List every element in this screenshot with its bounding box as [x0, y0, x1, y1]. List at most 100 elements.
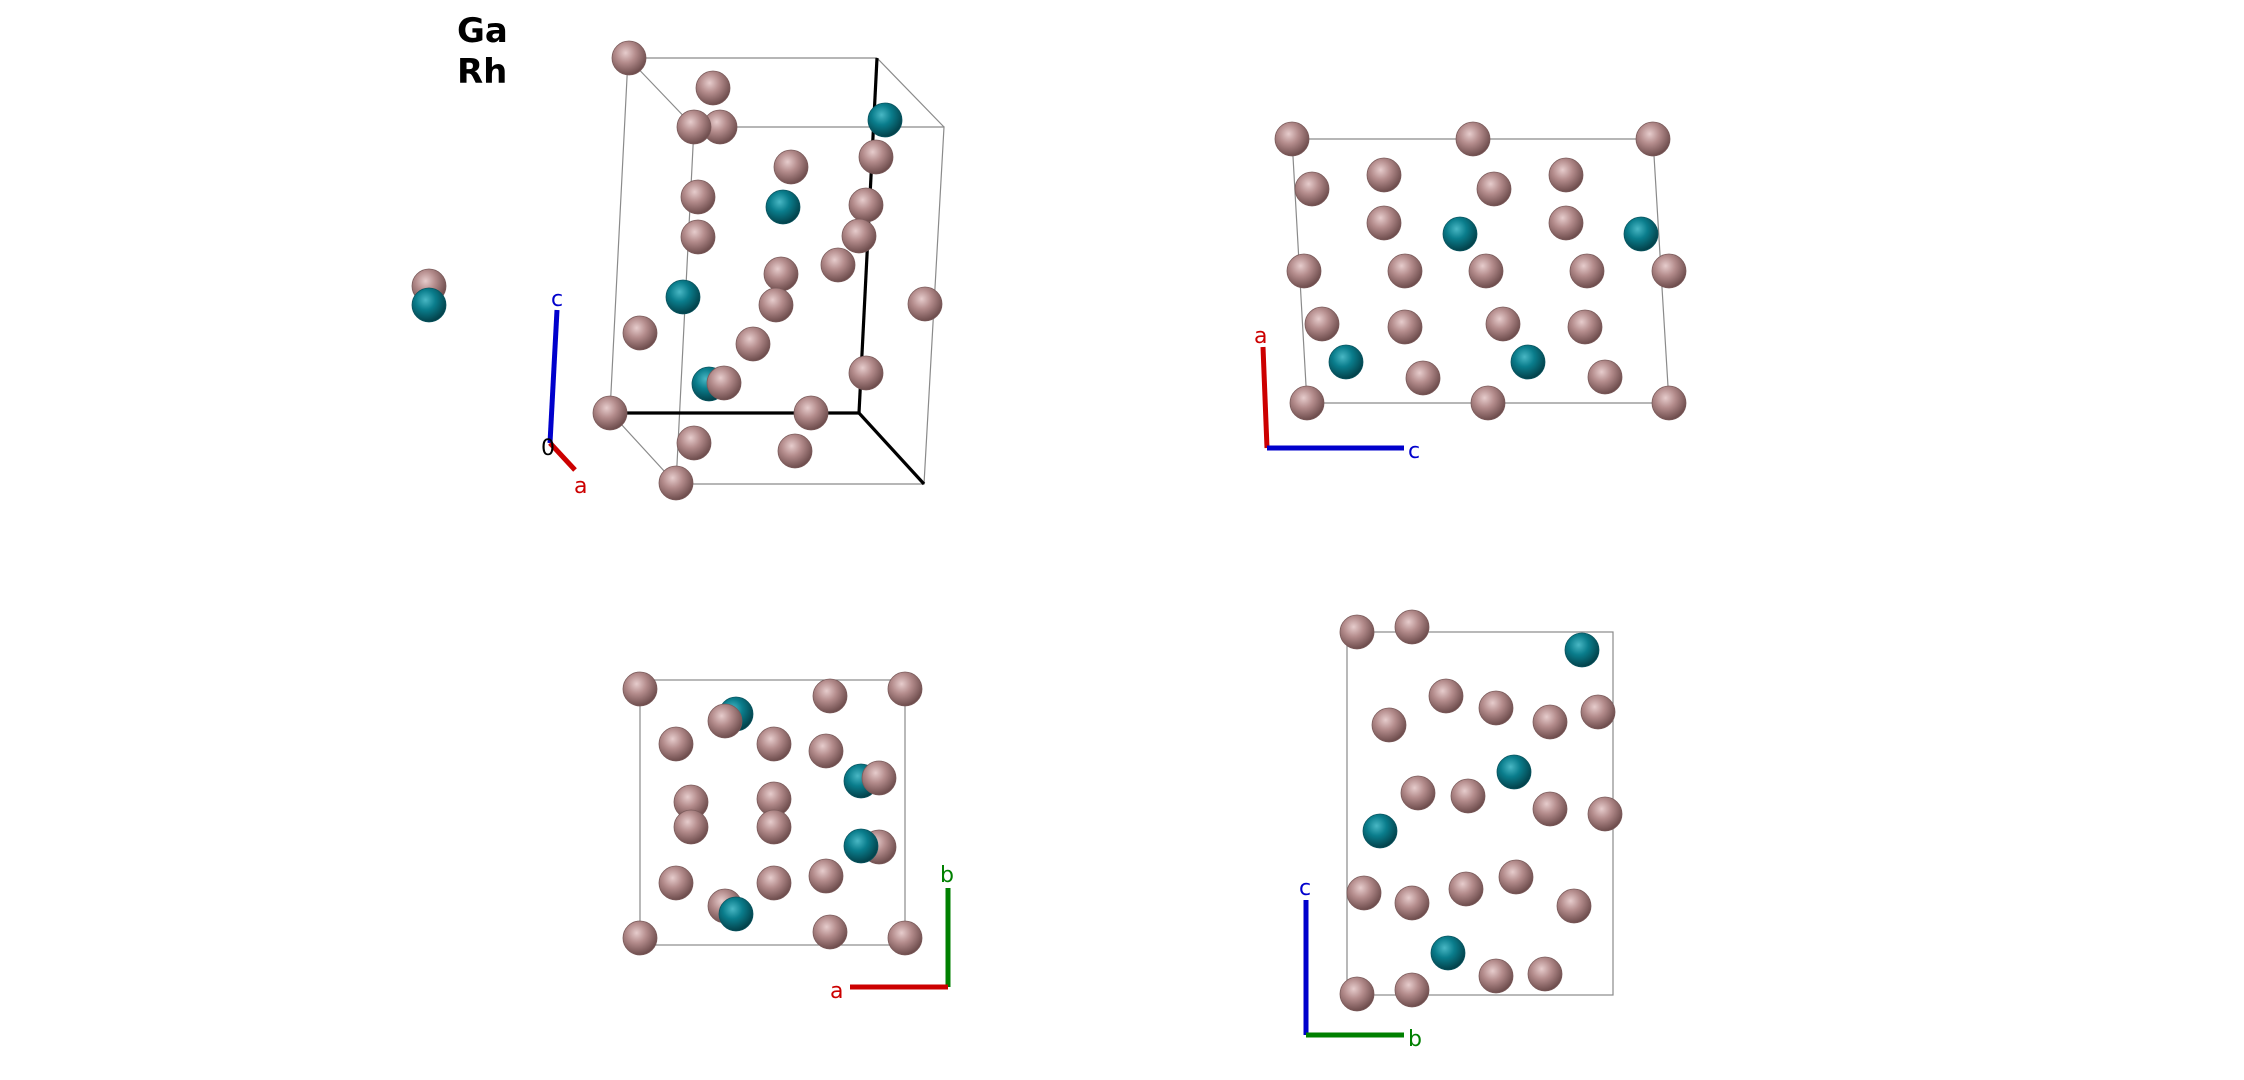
ga-atom	[861, 760, 897, 796]
ga-atom	[676, 109, 712, 145]
legend-ga-label: Ga	[457, 11, 508, 51]
axis-a-label: a	[574, 474, 587, 499]
ga-atom	[812, 678, 848, 714]
ga-atom	[1478, 958, 1514, 994]
ac-axes-indicator: a c	[1254, 324, 1420, 464]
ga-atom	[1339, 614, 1375, 650]
ga-atom	[777, 433, 813, 469]
panel-view-b-c: c b	[1299, 609, 1623, 1052]
panel-view-a-b: b a	[622, 671, 954, 1004]
ga-atom	[592, 395, 628, 431]
axis-c-label: c	[1299, 876, 1311, 901]
ga-atom	[848, 187, 884, 223]
ga-atom	[841, 218, 877, 254]
ga-atom	[622, 671, 658, 707]
ga-atom	[812, 914, 848, 950]
ga-atom	[793, 395, 829, 431]
ga-atom	[887, 920, 923, 956]
ga-atom	[1387, 309, 1423, 345]
ac-view-atoms	[1274, 121, 1687, 421]
ga-atom	[1394, 885, 1430, 921]
ga-atom	[1651, 253, 1687, 289]
ga-atom	[808, 858, 844, 894]
ga-atom	[676, 425, 712, 461]
ga-atom	[1651, 385, 1687, 421]
ga-atom	[658, 465, 694, 501]
ga-atom	[1569, 253, 1605, 289]
ga-atom	[887, 671, 923, 707]
ga-atom	[622, 315, 658, 351]
bc-unit-cell	[1346, 631, 1614, 996]
ga-atom	[858, 139, 894, 175]
ga-atom	[1448, 871, 1484, 907]
perspective-atoms	[411, 40, 943, 501]
panel-perspective-view: c 0 a	[411, 40, 945, 501]
ga-atom	[1587, 359, 1623, 395]
ga-atom	[1289, 385, 1325, 421]
panel-view-a-c: a c	[1254, 121, 1687, 464]
ga-atom	[1450, 778, 1486, 814]
rh-atom	[867, 102, 903, 138]
ga-atom	[695, 70, 731, 106]
ga-atom	[1400, 775, 1436, 811]
axis-origin-label: 0	[541, 436, 555, 461]
ga-atom	[1587, 796, 1623, 832]
ga-atom	[1405, 360, 1441, 396]
ga-atom	[1468, 253, 1504, 289]
bc-axes-indicator: c b	[1299, 876, 1422, 1052]
ga-atom	[1532, 791, 1568, 827]
ga-atom	[1580, 694, 1616, 730]
ab-unit-cell	[639, 679, 906, 946]
axis-c-label: c	[1408, 439, 1420, 464]
ga-atom	[622, 920, 658, 956]
ga-atom	[1635, 121, 1671, 157]
ga-atom	[735, 326, 771, 362]
axis-a-arrow	[1260, 346, 1270, 449]
axis-c-label: c	[551, 287, 563, 312]
rh-atom	[1328, 344, 1364, 380]
rh-atom	[1564, 632, 1600, 668]
rh-atom	[1442, 216, 1478, 252]
ga-atom	[1548, 205, 1584, 241]
ga-atom	[1470, 385, 1506, 421]
ga-atom	[1304, 306, 1340, 342]
ga-atom	[1485, 306, 1521, 342]
rh-atom	[843, 828, 879, 864]
ga-atom	[673, 809, 709, 845]
ga-atom	[1346, 875, 1382, 911]
axis-c-arrow	[547, 309, 560, 444]
rh-atom	[1496, 754, 1532, 790]
ga-atom	[848, 355, 884, 391]
ga-atom	[680, 179, 716, 215]
ga-atom	[758, 287, 794, 323]
ga-atom	[1532, 704, 1568, 740]
ga-atom	[756, 809, 792, 845]
ga-atom	[1394, 972, 1430, 1008]
legend-rh-label: Rh	[457, 52, 507, 92]
ga-atom	[1478, 690, 1514, 726]
ga-atom	[763, 256, 799, 292]
ga-atom	[756, 865, 792, 901]
rh-atom	[718, 896, 754, 932]
ga-atom	[808, 733, 844, 769]
ga-atom	[1294, 171, 1330, 207]
rh-atom	[1510, 344, 1546, 380]
ga-atom	[658, 865, 694, 901]
perspective-axes-indicator: c 0 a	[541, 287, 587, 499]
ga-atom	[680, 219, 716, 255]
ga-atom	[1455, 121, 1491, 157]
cell-edge	[675, 126, 945, 485]
ga-atom	[658, 726, 694, 762]
ga-atom	[1567, 309, 1603, 345]
ga-atom	[1387, 253, 1423, 289]
axis-a-label: a	[830, 979, 843, 1004]
rh-atom	[411, 287, 447, 323]
ga-atom	[1556, 888, 1592, 924]
ga-atom	[1548, 157, 1584, 193]
cell-edge-bold	[857, 411, 926, 486]
ga-atom	[1274, 121, 1310, 157]
ga-atom	[773, 149, 809, 185]
rh-atom	[665, 279, 701, 315]
ga-atom	[1286, 253, 1322, 289]
